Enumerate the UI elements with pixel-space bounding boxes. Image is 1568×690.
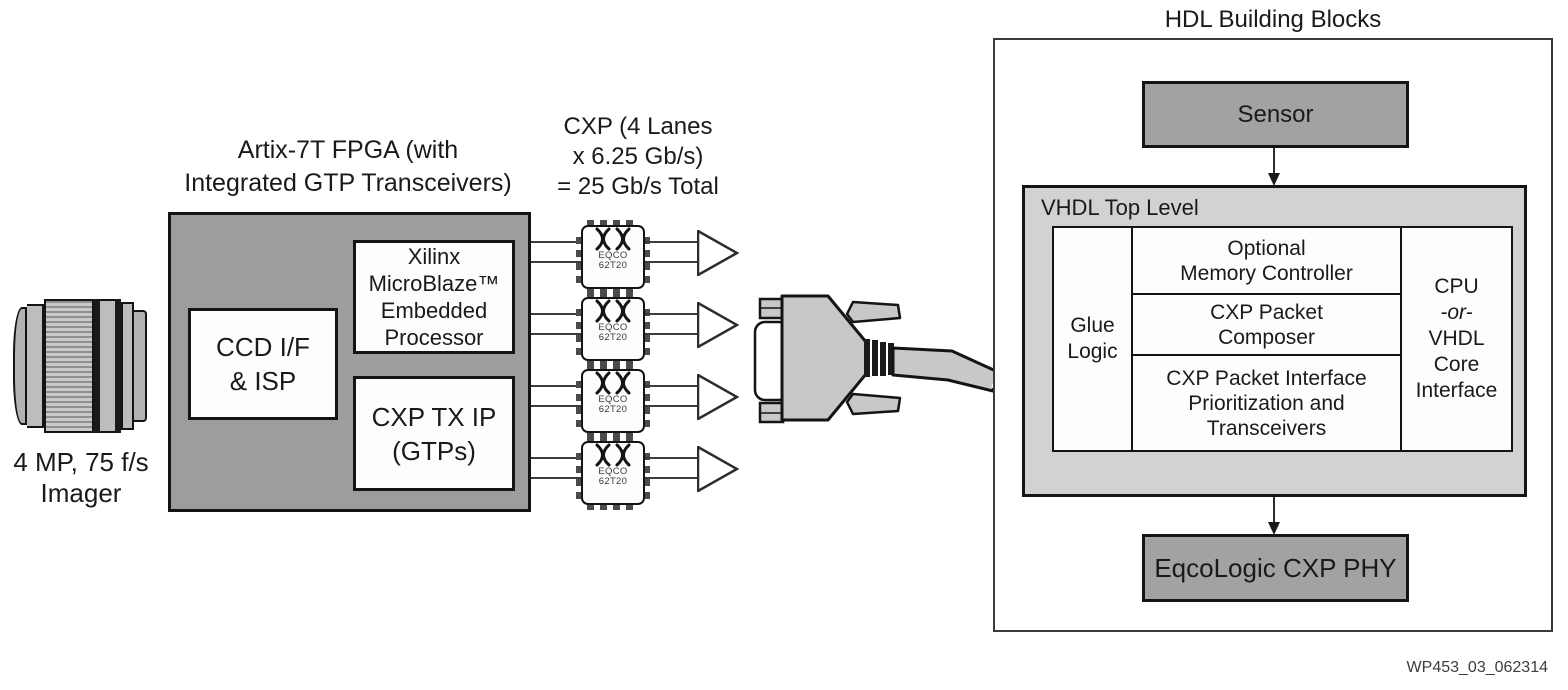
- eqco-chip: EQCO 62T20: [576, 220, 650, 294]
- packet-composer-cell: CXP Packet Composer: [1133, 295, 1400, 356]
- fpga-block: CCD I/F & ISP Xilinx MicroBlaze™ Embedde…: [168, 212, 531, 512]
- hdl-panel: Sensor VHDL Top Level Glue Logic Optiona…: [993, 38, 1553, 632]
- vhdl-top-level-label: VHDL Top Level: [1041, 195, 1199, 220]
- eqco-chip-label: EQCO 62T20: [598, 394, 628, 415]
- lane-wire: [645, 313, 697, 315]
- hdl-panel-title: HDL Building Blocks: [1164, 6, 1382, 33]
- glue-logic-cell: Glue Logic: [1054, 228, 1133, 450]
- microblaze-block: Xilinx MicroBlaze™ Embedded Processor: [353, 240, 515, 354]
- lane-wire: [531, 385, 583, 387]
- lane-wire: [645, 333, 697, 335]
- lens-barrel-section: [100, 299, 115, 433]
- down-arrow-icon: [1268, 497, 1280, 535]
- lane-wire: [531, 405, 583, 407]
- eqco-chip-label: EQCO 62T20: [598, 466, 628, 487]
- vhdl-line: VHDL: [1428, 327, 1485, 350]
- ccd-isp-block: CCD I/F & ISP: [188, 308, 338, 420]
- lane-wire: [531, 477, 583, 479]
- lane-wire: [645, 385, 697, 387]
- cpu-or-vhdl-core-cell: CPU -or- VHDL Core Interface: [1400, 228, 1511, 450]
- eqcologic-logo-icon: [595, 299, 631, 323]
- lane-wire: [531, 241, 583, 243]
- vhdl-middle-column: Optional Memory Controller CXP Packet Co…: [1133, 228, 1400, 450]
- vhdl-top-level-block: VHDL Top Level Glue Logic Optional Memor…: [1022, 185, 1527, 497]
- eqco-chip: EQCO 62T20: [576, 292, 650, 366]
- core-line: Core: [1433, 353, 1480, 376]
- eqcologic-logo-icon: [595, 371, 631, 395]
- fpga-title: Artix-7T FPGA (with Integrated GTP Trans…: [184, 136, 512, 197]
- lane-arrow-icon: [697, 446, 739, 492]
- cxp-tx-ip-block: CXP TX IP (GTPs): [353, 376, 515, 491]
- lane-wire: [645, 457, 697, 459]
- eqcologic-cxp-phy-block: EqcoLogic CXP PHY: [1142, 534, 1409, 602]
- cxp-link-label: CXP (4 Lanes x 6.25 Gb/s) = 25 Gb/s Tota…: [557, 113, 719, 200]
- eqco-chip-label: EQCO 62T20: [598, 250, 628, 271]
- memory-controller-cell: Optional Memory Controller: [1133, 228, 1400, 295]
- eqco-chip: EQCO 62T20: [576, 364, 650, 438]
- lens-separator-ring: [94, 299, 100, 433]
- lens-mount: [134, 310, 147, 422]
- lane-wire: [531, 457, 583, 459]
- lane-arrow-icon: [697, 230, 739, 276]
- lane-wire: [531, 333, 583, 335]
- lane-wire: [531, 261, 583, 263]
- eqco-chip-label: EQCO 62T20: [598, 322, 628, 343]
- or-line: -or-: [1440, 301, 1473, 324]
- eqcologic-logo-icon: [595, 443, 631, 467]
- lane-wire: [531, 313, 583, 315]
- figure-watermark: WP453_03_062314: [1406, 659, 1548, 676]
- lens-barrel-section: [121, 302, 134, 430]
- lens-separator-ring: [115, 299, 121, 433]
- lens-front-cap: [13, 307, 27, 425]
- cxp-cable-connector-icon: [753, 294, 1000, 424]
- lens-barrel-section: [27, 304, 44, 428]
- eqco-chip: EQCO 62T20: [576, 436, 650, 510]
- lane-arrow-icon: [697, 374, 739, 420]
- vhdl-inner-grid: Glue Logic Optional Memory Controller CX…: [1052, 226, 1513, 452]
- lens-focus-ring: [44, 299, 94, 433]
- eqcologic-logo-icon: [595, 227, 631, 251]
- cpu-line: CPU: [1434, 275, 1479, 298]
- lane-wire: [645, 405, 697, 407]
- imager-label: 4 MP, 75 f/s Imager: [13, 447, 149, 508]
- packet-interface-cell: CXP Packet Interface Prioritization and …: [1166, 366, 1367, 440]
- down-arrow-icon: [1268, 148, 1280, 186]
- lane-wire: [645, 261, 697, 263]
- camera-lens-icon: [13, 290, 147, 442]
- lane-wire: [645, 477, 697, 479]
- lane-arrow-icon: [697, 302, 739, 348]
- sensor-block: Sensor: [1142, 81, 1409, 148]
- interface-line: Interface: [1415, 379, 1498, 402]
- lane-wire: [645, 241, 697, 243]
